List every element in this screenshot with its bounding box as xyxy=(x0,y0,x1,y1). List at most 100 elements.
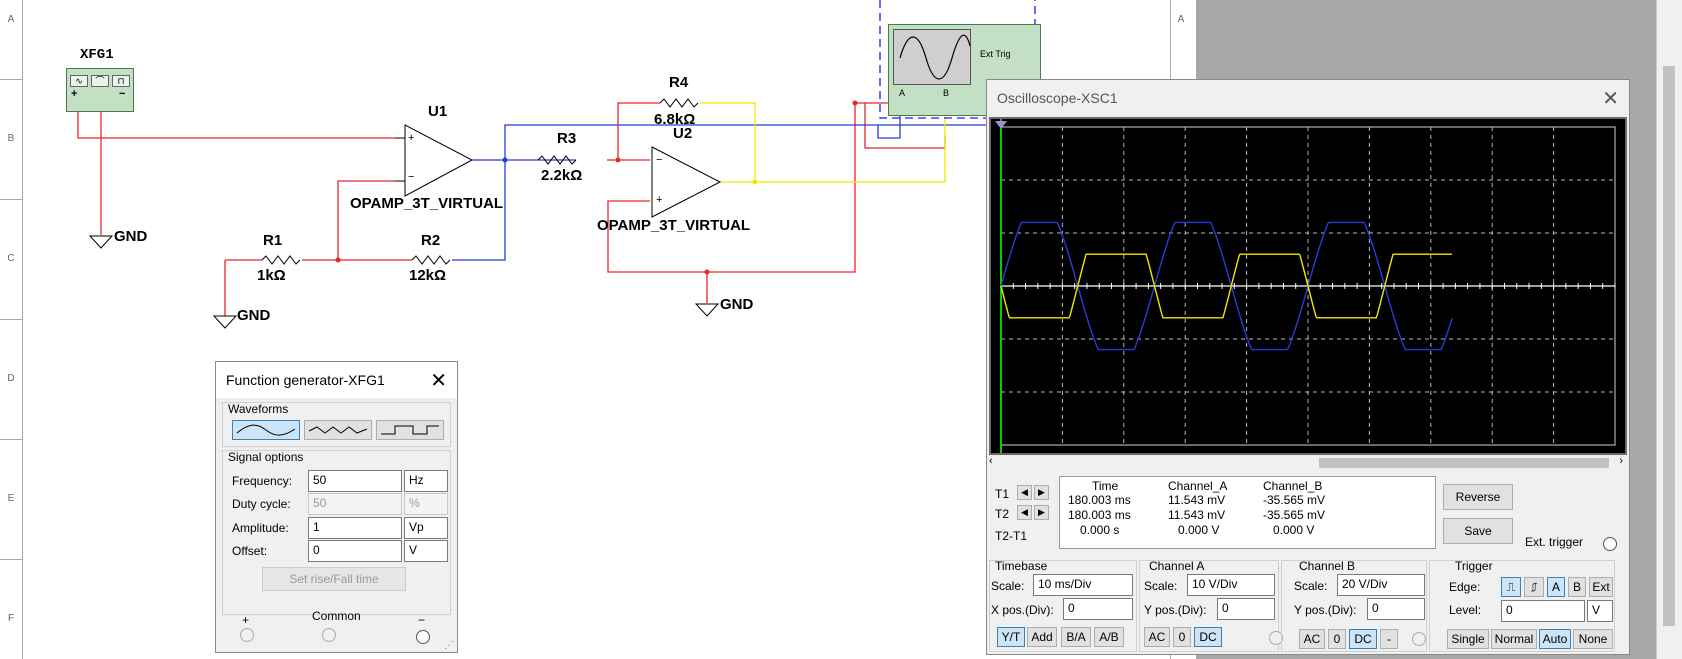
scope-title: Oscilloscope-XSC1 xyxy=(997,90,1118,106)
channel-b-scale-input[interactable]: 20 V/Div xyxy=(1337,574,1425,596)
timebase-scale-input[interactable]: 10 ms/Div xyxy=(1033,574,1133,596)
normal-mode-button[interactable]: Normal xyxy=(1491,629,1537,649)
minus-terminal-label: − xyxy=(418,613,426,627)
triangle-wave-icon xyxy=(308,426,368,434)
add-mode-button[interactable]: Add xyxy=(1027,627,1057,647)
fg-minus-terminal: − xyxy=(119,88,126,100)
oscilloscope-window[interactable]: Oscilloscope-XSC1 ✕ ‹ › T1 ◀ ▶ T2 ◀ ▶ T2… xyxy=(986,79,1630,655)
ba-mode-button[interactable]: B/A xyxy=(1061,627,1091,647)
r4-refdes: R4 xyxy=(669,74,689,91)
scope-horizontal-scrollbar[interactable]: ‹ › xyxy=(989,455,1627,471)
channel-b-ypos-label: Y pos.(Div): xyxy=(1294,603,1357,617)
channel-b-zero-button[interactable]: 0 xyxy=(1328,629,1346,649)
row-label-a: A xyxy=(7,14,15,25)
offset-unit[interactable]: V xyxy=(404,540,448,562)
scope-scrollbar-thumb[interactable] xyxy=(1319,458,1609,468)
scope-titlebar[interactable]: Oscilloscope-XSC1 ✕ xyxy=(987,80,1629,116)
channel-a-ypos-label: Y pos.(Div): xyxy=(1144,603,1207,617)
row-divider xyxy=(0,319,22,320)
t1-time: 180.003 ms xyxy=(1068,493,1131,507)
reverse-button[interactable]: Reverse xyxy=(1443,484,1513,510)
channel-b-minus-button[interactable]: - xyxy=(1380,629,1398,649)
t1-right-arrow-icon[interactable]: ▶ xyxy=(1034,485,1049,500)
ab-mode-button[interactable]: A/B xyxy=(1094,627,1124,647)
trigger-source-b-button[interactable]: B xyxy=(1568,577,1586,597)
trigger-source-a-button[interactable]: A xyxy=(1547,577,1565,597)
row-divider xyxy=(0,199,22,200)
rising-edge-button[interactable]: ⎍ xyxy=(1501,577,1521,597)
yt-mode-button[interactable]: Y/T xyxy=(997,627,1025,647)
scope-display[interactable] xyxy=(989,117,1627,455)
u2-refdes: U2 xyxy=(673,125,693,142)
row-label-a-right: A xyxy=(1177,14,1185,25)
set-rise-fall-button[interactable]: Set rise/Fall time xyxy=(262,567,406,591)
channel-b-ac-button[interactable]: AC xyxy=(1299,629,1325,649)
sheet-border-left xyxy=(22,0,23,659)
resize-grip-icon[interactable]: ⋰ xyxy=(444,640,454,651)
fgen-titlebar[interactable]: Function generator-XFG1 ✕ xyxy=(216,362,457,398)
offset-input[interactable]: 0 xyxy=(308,540,402,562)
frequency-unit[interactable]: Hz xyxy=(404,470,448,492)
falling-edge-button[interactable]: ⎎ xyxy=(1524,577,1544,597)
common-terminal-radio[interactable] xyxy=(322,628,336,642)
channel-a-dc-button[interactable]: DC xyxy=(1194,627,1222,647)
plus-terminal-radio[interactable] xyxy=(240,628,254,642)
channel-b-radio[interactable] xyxy=(1412,632,1426,646)
channel-b-dc-button[interactable]: DC xyxy=(1349,629,1377,649)
sine-wave-icon: ∿ xyxy=(70,75,88,87)
amplitude-label: Amplitude: xyxy=(232,521,289,535)
t2-channel-a: 11.543 mV xyxy=(1168,508,1226,522)
close-icon[interactable]: ✕ xyxy=(430,370,447,392)
r1-value: 1kΩ xyxy=(257,267,286,284)
scrollbar-thumb[interactable] xyxy=(1663,66,1675,626)
channel-a-zero-button[interactable]: 0 xyxy=(1173,627,1191,647)
channel-a-radio[interactable] xyxy=(1269,631,1283,645)
row-label-f: F xyxy=(7,613,15,624)
frequency-label: Frequency: xyxy=(232,474,293,488)
level-input[interactable]: 0 xyxy=(1501,600,1585,622)
function-generator-window[interactable]: Function generator-XFG1 ✕ Waveforms Sign… xyxy=(215,361,458,653)
t2-left-arrow-icon[interactable]: ◀ xyxy=(1017,505,1032,520)
t2-right-arrow-icon[interactable]: ▶ xyxy=(1034,505,1049,520)
ext-trigger-radio[interactable] xyxy=(1603,537,1617,551)
single-mode-button[interactable]: Single xyxy=(1447,629,1489,649)
channel-b-title: Channel B xyxy=(1299,559,1356,573)
readout-header-b: Channel_B xyxy=(1263,479,1323,493)
scope-screen-icon xyxy=(893,29,971,85)
x-pos-input[interactable]: 0 xyxy=(1063,598,1133,620)
row-divider xyxy=(0,79,22,80)
triangle-wave-button[interactable] xyxy=(304,420,372,440)
scroll-left-icon[interactable]: ‹ xyxy=(989,455,993,467)
u2-model: OPAMP_3T_VIRTUAL xyxy=(597,217,751,234)
fg-plus-terminal: + xyxy=(71,88,78,100)
trigger-source-ext-button[interactable]: Ext xyxy=(1589,577,1613,597)
minus-terminal-radio[interactable] xyxy=(416,630,430,644)
channel-a-scale-input[interactable]: 10 V/Div xyxy=(1187,574,1275,596)
scope-channel-a-label: A xyxy=(899,88,906,98)
t1-channel-b: -35.565 mV xyxy=(1263,493,1326,507)
vertical-scrollbar[interactable] xyxy=(1656,0,1682,659)
sine-wave-button[interactable] xyxy=(232,420,300,440)
r2-refdes: R2 xyxy=(421,232,441,249)
amplitude-unit[interactable]: Vp xyxy=(404,517,448,539)
save-button[interactable]: Save xyxy=(1443,518,1513,544)
trigger-group xyxy=(1429,560,1615,652)
scroll-right-icon[interactable]: › xyxy=(1619,455,1623,467)
amplitude-input[interactable]: 1 xyxy=(308,517,402,539)
channel-a-ypos-input[interactable]: 0 xyxy=(1217,598,1275,620)
frequency-input[interactable]: 50 xyxy=(308,470,402,492)
function-generator-symbol[interactable]: ∿ ⌒ ⊓ + − xyxy=(66,68,134,112)
r3-value: 2.2kΩ xyxy=(541,167,583,184)
close-icon[interactable]: ✕ xyxy=(1602,88,1619,110)
t1-left-arrow-icon[interactable]: ◀ xyxy=(1017,485,1032,500)
channel-b-ypos-input[interactable]: 0 xyxy=(1367,598,1425,620)
auto-mode-button[interactable]: Auto xyxy=(1539,629,1571,649)
square-wave-button[interactable] xyxy=(376,420,444,440)
channel-a-ac-button[interactable]: AC xyxy=(1144,627,1170,647)
none-mode-button[interactable]: None xyxy=(1573,629,1613,649)
sine-wave-icon xyxy=(236,424,296,436)
level-unit[interactable]: V xyxy=(1587,600,1613,622)
scope-channel-b-label: B xyxy=(943,88,950,98)
triangle-wave-icon: ⌒ xyxy=(91,75,109,87)
